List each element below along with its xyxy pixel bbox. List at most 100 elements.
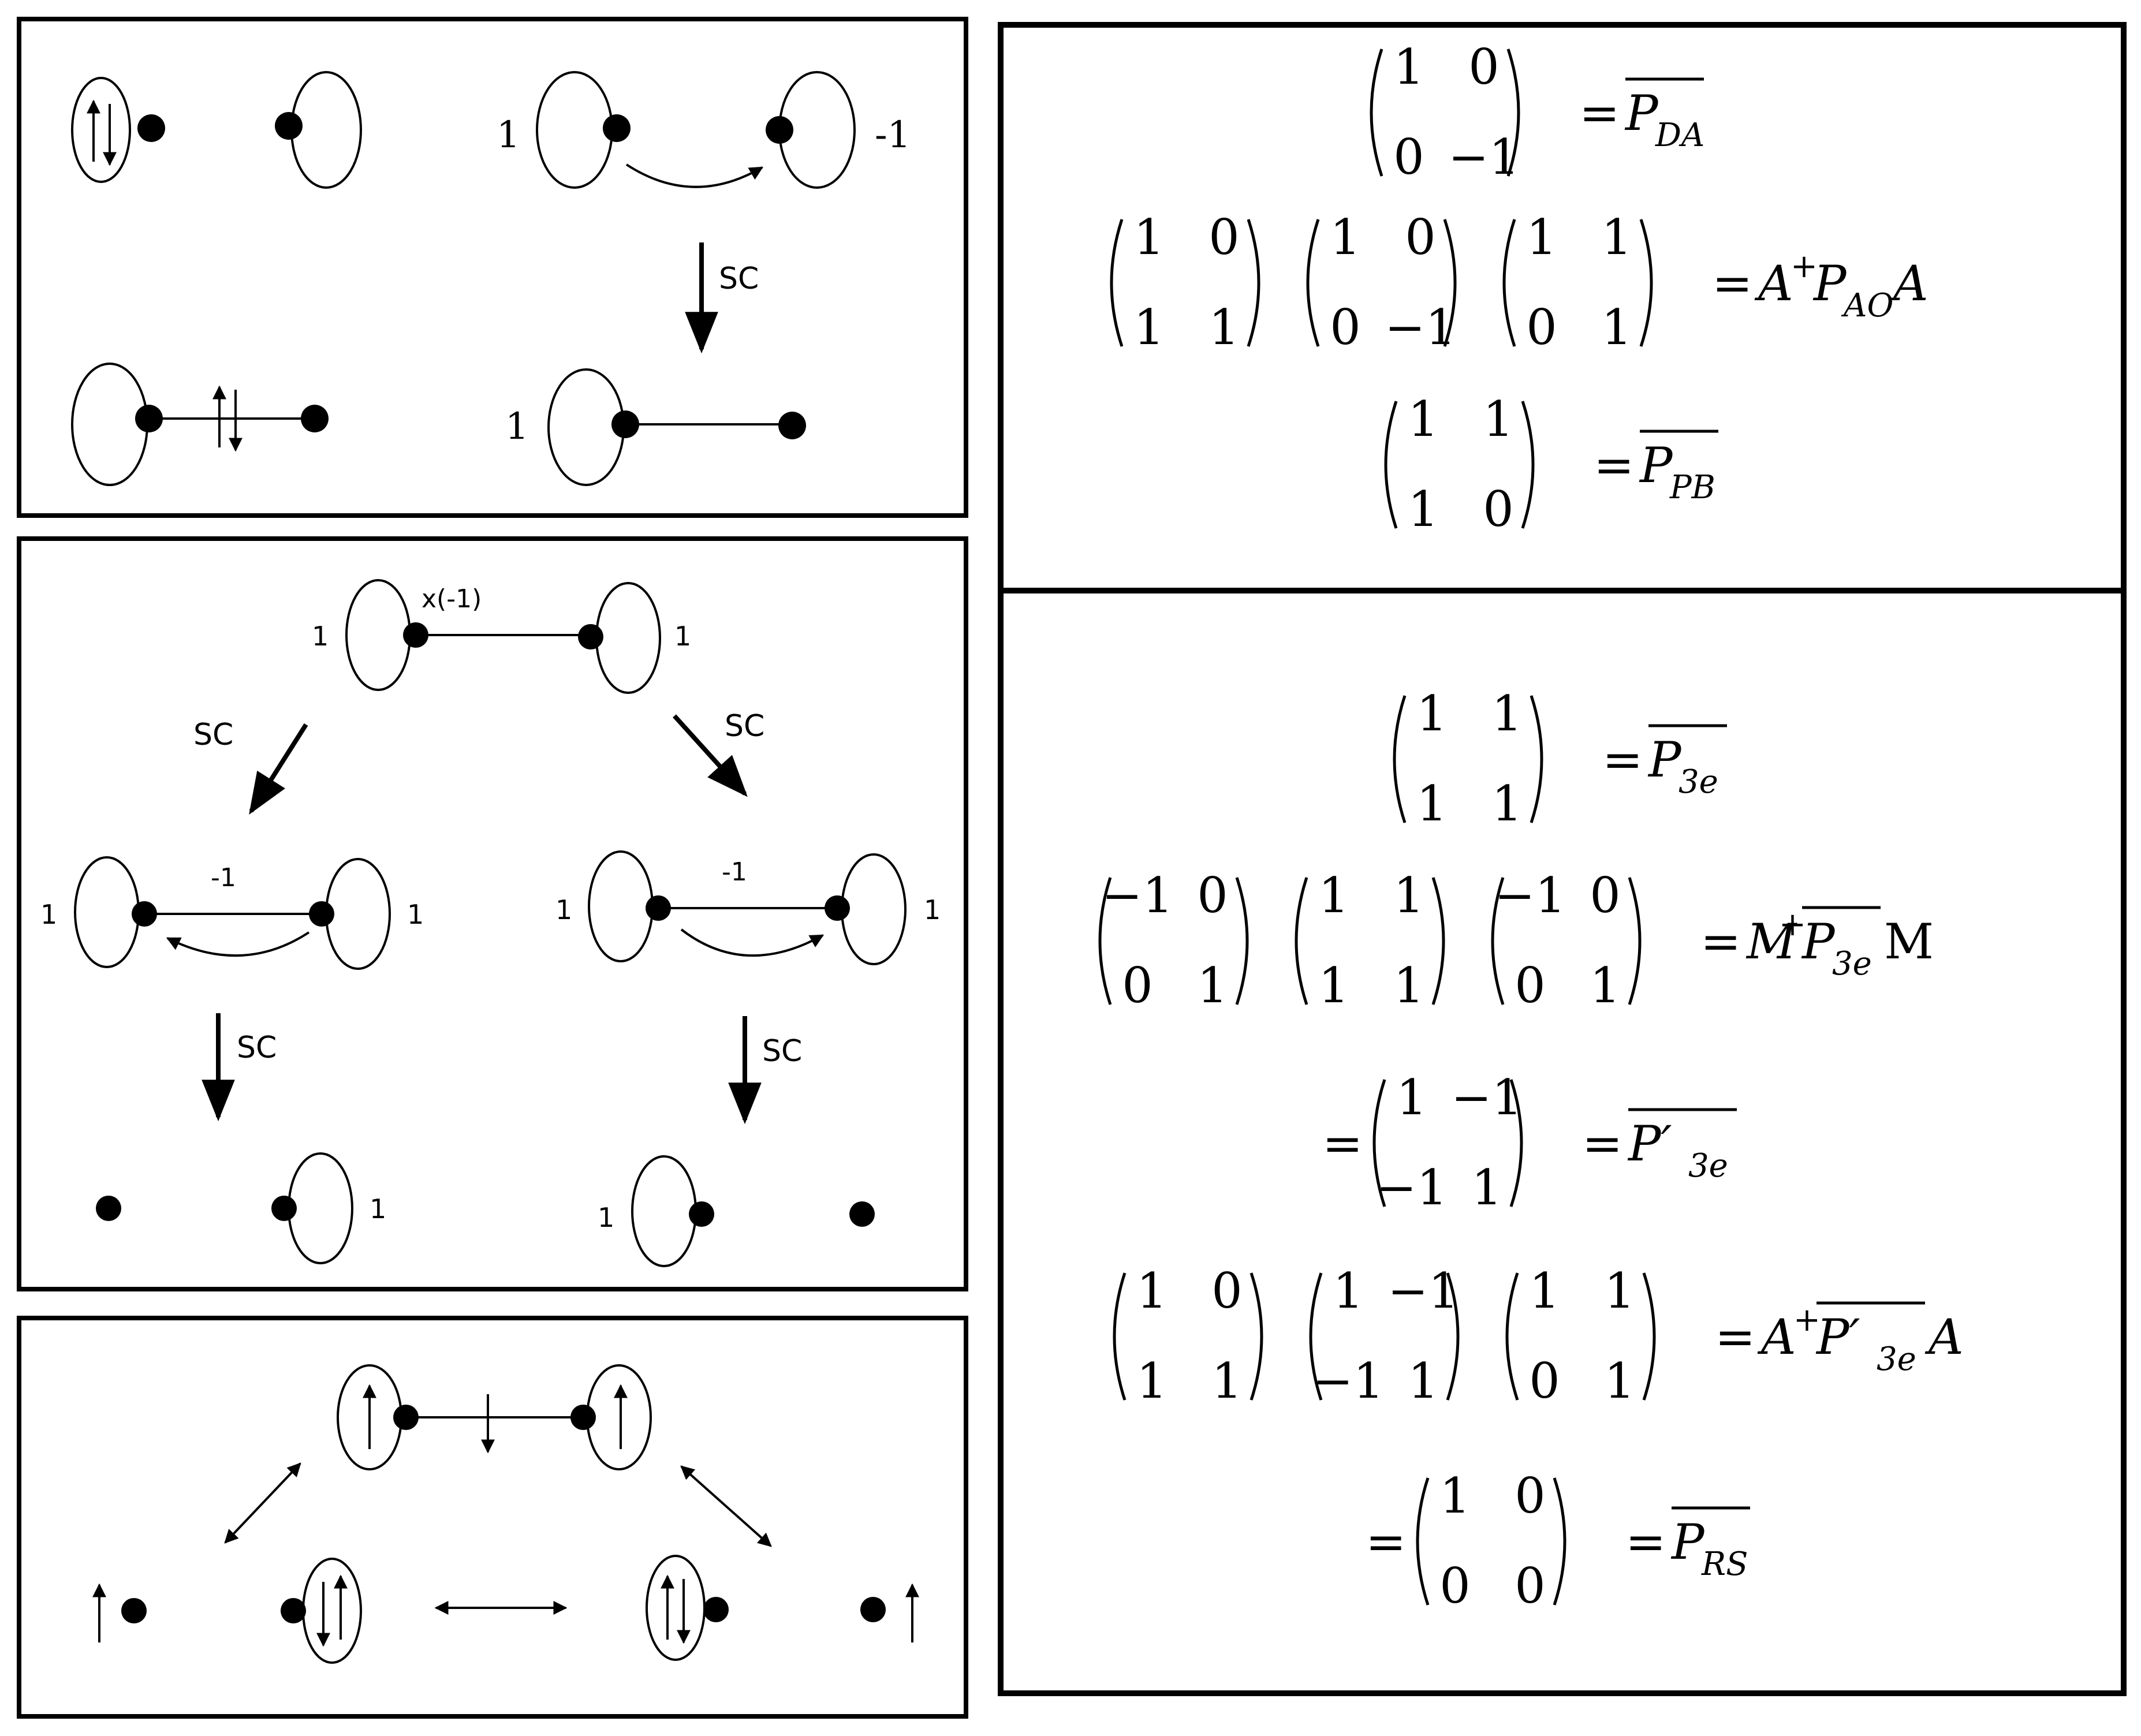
- left-paren: [1110, 219, 1124, 347]
- matrix-cell: 1: [1136, 1263, 1167, 1319]
- charge-label: 1: [370, 1193, 386, 1224]
- matrix-cell: 1: [1526, 209, 1557, 266]
- equations-bottom-frame: [998, 588, 2127, 1696]
- equals-sign: =: [1579, 85, 1620, 141]
- matrix-cell: 0: [1515, 957, 1545, 1014]
- left-paren: [1491, 877, 1505, 1005]
- left-paren: [1416, 1477, 1430, 1606]
- matrix-cell: 0: [1197, 867, 1228, 924]
- sc-label: SC: [725, 709, 764, 744]
- electron-transfer-arrow-icon: [166, 931, 310, 957]
- bond-label: -1: [722, 857, 747, 887]
- matrix-cell: 0: [1590, 867, 1620, 924]
- right-paren: [1446, 1272, 1460, 1401]
- matrix-cell: 1: [1136, 1353, 1167, 1409]
- matrix-cell: 0: [1483, 481, 1513, 537]
- matrix-cell: 1: [1408, 391, 1438, 447]
- matrix-cell: 0: [1515, 1558, 1545, 1614]
- left-paren: [1306, 219, 1320, 347]
- left-paren: [1393, 695, 1407, 823]
- matrix-cell: 1: [1439, 1468, 1470, 1524]
- matrix-cell: 0: [1439, 1558, 1470, 1614]
- operator-symbol: P: [1624, 85, 1659, 141]
- left-paren: [1370, 48, 1383, 177]
- operator-subscript: AO: [1841, 287, 1893, 324]
- resonance-arrow-icon: [680, 1465, 772, 1547]
- left-paren: [1098, 877, 1112, 1005]
- equals-sign: =: [1322, 1115, 1363, 1172]
- matrix-cell: 1: [1133, 299, 1164, 356]
- operator-subscript: 3e: [1688, 1147, 1728, 1185]
- left-paren: [1113, 1272, 1127, 1401]
- equals-sign: =: [1715, 1309, 1755, 1365]
- operator-subscript: PB: [1669, 469, 1715, 506]
- right-paren: [1530, 695, 1543, 823]
- operator-symbol: P: [1639, 437, 1673, 494]
- matrix-cell: −1: [1376, 1159, 1448, 1216]
- right-paren: [1509, 1079, 1523, 1207]
- matrix-cell: 0: [1468, 39, 1499, 95]
- operator-subscript: DA: [1655, 117, 1704, 154]
- sc-label: SC: [193, 718, 233, 752]
- matrix-cell: −1: [1387, 1263, 1459, 1319]
- matrix-cell: −1: [1451, 1069, 1523, 1126]
- bond-label: x(-1): [422, 584, 482, 614]
- equals-sign: =: [1602, 731, 1643, 788]
- matrix-cell: 1: [1393, 39, 1424, 95]
- panel-1-frame: [17, 17, 968, 518]
- matrix-cell: 1: [1330, 209, 1360, 266]
- charge-label: 1: [497, 114, 520, 156]
- matrix-cell: 1: [1416, 685, 1447, 742]
- left-paren: [1372, 1079, 1386, 1207]
- matrix-cell: 1: [1197, 957, 1228, 1014]
- operator-symbol: P: [1670, 1514, 1705, 1570]
- matrix-cell: 0: [1122, 957, 1152, 1014]
- matrix-cell: 1: [1333, 1263, 1363, 1319]
- matrix-cell: 0: [1515, 1468, 1545, 1524]
- matrix-cell: 1: [1133, 209, 1164, 266]
- matrix-cell: 0: [1208, 209, 1239, 266]
- matrix-cell: 0: [1529, 1353, 1560, 1409]
- left-paren: [1309, 1272, 1323, 1401]
- charge-label: 1: [555, 894, 572, 925]
- equals-sign: =: [1366, 1514, 1406, 1570]
- matrix-cell: 1: [1601, 209, 1632, 266]
- right-paren: [1431, 877, 1445, 1005]
- sc-arrow-icon: [249, 723, 308, 815]
- matrix-cell: 0: [1211, 1263, 1242, 1319]
- matrix-cell: 1: [1416, 775, 1447, 832]
- panel-3-frame: [17, 1316, 968, 1719]
- matrix-cell: 0: [1405, 209, 1435, 266]
- equals-sign: =: [1582, 1115, 1622, 1172]
- operator-subscript: 3e: [1679, 763, 1718, 801]
- panel-1: 1 -1 SC 1: [71, 71, 911, 486]
- operator-symbol: P′: [1815, 1309, 1860, 1365]
- equations-top-frame: [998, 22, 2127, 593]
- matrix-cell: 0: [1526, 299, 1557, 356]
- orbital-doubly-occupied: [71, 77, 165, 183]
- operator-superscript: +: [1793, 1301, 1821, 1339]
- operator-symbol: P: [1647, 731, 1682, 788]
- matrix-cell: 1: [1408, 1353, 1438, 1409]
- right-paren: [1249, 1272, 1263, 1401]
- operator-symbol: M: [1745, 913, 1797, 970]
- left-paren: [1502, 219, 1516, 347]
- operator-symbol: P′: [1627, 1115, 1672, 1172]
- matrix-cell: 1: [1604, 1353, 1635, 1409]
- charge-label: -1: [875, 114, 911, 156]
- left-paren: [1384, 401, 1398, 529]
- operator-symbol: A: [1924, 1309, 1964, 1365]
- matrix-cell: −1: [1448, 129, 1520, 185]
- panel-2: 1 1 x(-1) SC SC 1 1 -1 1 1 -1 SC: [40, 579, 941, 1267]
- panel-3: [92, 1364, 919, 1664]
- operator-subscript: RS: [1701, 1545, 1748, 1583]
- left-paren: [1295, 877, 1308, 1005]
- equals-sign: =: [1712, 255, 1752, 312]
- charge-label: 1: [407, 899, 424, 930]
- right-paren: [1628, 877, 1642, 1005]
- matrix-cell: −1: [1312, 1353, 1384, 1409]
- equals-sign: =: [1700, 913, 1741, 970]
- matrix-cell: 1: [1208, 299, 1239, 356]
